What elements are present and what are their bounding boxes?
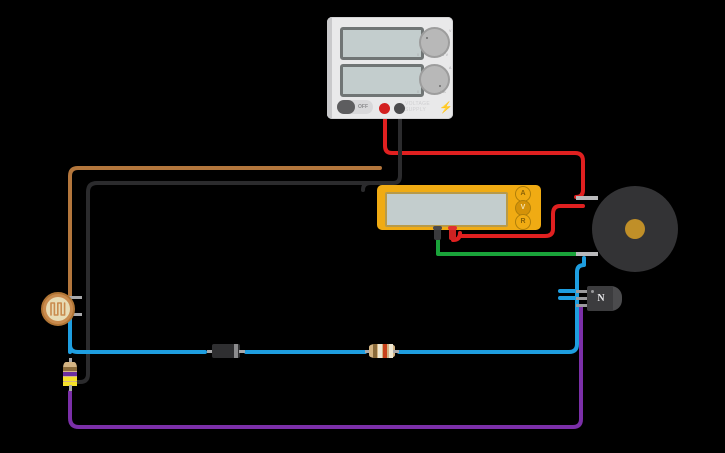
jack-cap <box>433 226 442 230</box>
wire-red-multimeter-jack[interactable] <box>451 204 585 242</box>
multimeter[interactable]: A V R <box>377 185 541 240</box>
transistor-marker-dot <box>591 290 594 293</box>
multimeter-negative-jack[interactable] <box>433 226 442 240</box>
voltage-knob-min-label: 0 <box>417 53 420 57</box>
resistor-band-3 <box>63 377 77 381</box>
current-knob[interactable] <box>419 64 450 95</box>
lightning-bolt-icon: ⚡ <box>439 102 453 114</box>
resistor-band-2 <box>63 372 77 376</box>
photoresistor[interactable] <box>41 292 75 326</box>
jack-cap <box>448 226 457 230</box>
diode-lead-cathode <box>239 350 245 353</box>
power-supply-brand-label: VOLTAGE SUPPLY <box>405 101 430 113</box>
wire-brown-rail[interactable] <box>68 166 382 300</box>
resistor-band-4 <box>63 382 77 386</box>
voltage-knob-unit-label: V <box>449 29 452 33</box>
transistor-pin-base <box>576 297 588 300</box>
wire-purple-ground[interactable] <box>68 304 583 429</box>
photoresistor-lead-top <box>68 296 82 299</box>
power-toggle-switch[interactable]: OFF <box>337 100 373 114</box>
brand-line-1: VOLTAGE <box>405 101 430 107</box>
voltage-knob[interactable] <box>419 27 450 58</box>
power-supply[interactable]: V 0 30 V A 0 5 A OFF VOLTAGE SUPPLY ⚡ <box>327 17 453 119</box>
resistor-band-4 <box>389 344 393 358</box>
wire-blue-signal-right[interactable] <box>397 256 586 354</box>
resistor-band-1 <box>63 367 77 371</box>
multimeter-positive-jack[interactable] <box>448 226 457 240</box>
diode[interactable] <box>207 344 245 358</box>
wire-black-rail[interactable] <box>70 181 372 384</box>
multimeter-mode-resistance-button[interactable]: R <box>515 214 531 230</box>
resistor-lead-left <box>365 350 371 353</box>
diode-body <box>212 344 240 358</box>
resistor-band-2 <box>378 344 382 358</box>
power-supply-current-display <box>340 64 424 97</box>
knob-indicator <box>439 85 441 87</box>
photoresistor-zigzag-icon <box>50 302 66 316</box>
current-knob-max-label: 5 A <box>440 90 446 94</box>
photoresistor-lead-bottom <box>68 313 82 316</box>
power-supply-voltage-display <box>340 27 424 60</box>
current-knob-min-label: 0 <box>417 90 420 94</box>
speaker-positive-lead <box>576 196 598 200</box>
wire-black-psu-negative[interactable] <box>361 110 402 192</box>
voltage-knob-max-label: 30 V <box>440 53 449 57</box>
diode-lead-anode <box>207 350 213 353</box>
brand-line-2: SUPPLY <box>405 107 427 113</box>
knob-indicator <box>426 37 428 39</box>
speaker-cone <box>625 219 645 239</box>
vertical-resistor[interactable] <box>63 358 77 391</box>
power-supply-negative-terminal[interactable] <box>394 103 405 114</box>
power-supply-side-edge <box>327 17 332 119</box>
power-supply-positive-terminal[interactable] <box>379 103 390 114</box>
speaker-negative-lead <box>576 252 598 256</box>
wire-green-multimeter-to-speaker[interactable] <box>436 238 578 256</box>
transistor-type-label: N <box>597 293 605 304</box>
transistor-pin-collector <box>576 290 588 293</box>
horizontal-resistor[interactable] <box>365 344 399 358</box>
resistor-band-1 <box>373 344 377 358</box>
resistor-lead-top <box>69 358 72 364</box>
piezo-speaker[interactable] <box>592 186 678 272</box>
resistor-lead-right <box>393 350 399 353</box>
toggle-nub <box>337 100 355 114</box>
wire-red-psu-to-speaker[interactable] <box>383 110 585 199</box>
current-knob-unit-label: A <box>449 66 452 70</box>
resistor-band-3 <box>383 344 387 358</box>
resistor-lead-bottom <box>69 385 72 391</box>
toggle-state-label: OFF <box>358 104 368 110</box>
wire-blue-signal[interactable] <box>68 313 207 354</box>
transistor-pin-emitter <box>576 304 588 307</box>
diode-cathode-band <box>234 344 238 358</box>
multimeter-display <box>385 192 508 227</box>
